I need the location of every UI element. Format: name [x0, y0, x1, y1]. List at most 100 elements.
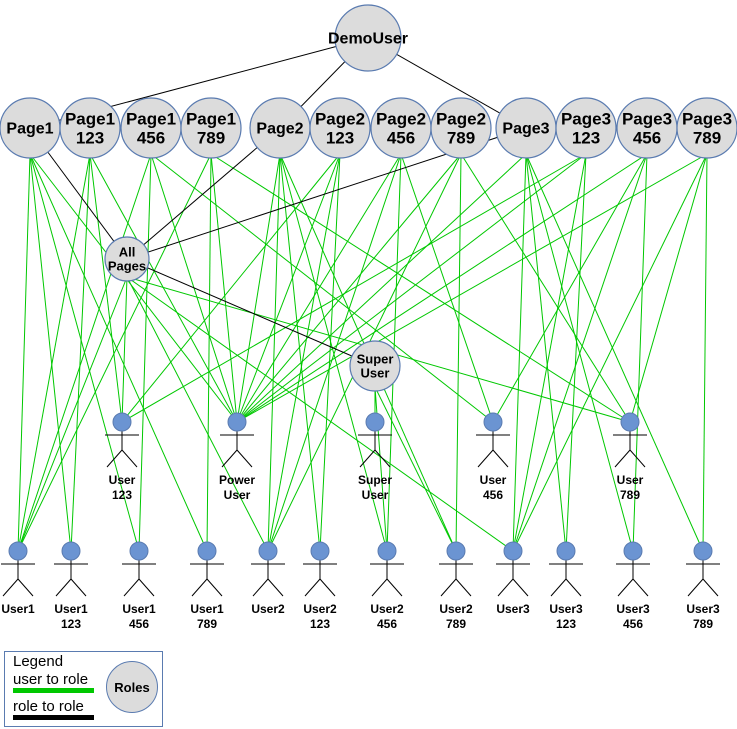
user-to-role-edge: [267, 153, 281, 552]
actor-body: [632, 578, 649, 597]
user-label: 456: [483, 488, 503, 502]
user-label: User: [617, 473, 644, 487]
role-node-demo: [334, 4, 402, 72]
role-to-role-edge: [126, 127, 281, 260]
user-label: Super: [358, 473, 392, 487]
user-to-role-edge: [236, 153, 648, 423]
actor-body: [106, 449, 123, 468]
user-label: 456: [129, 617, 149, 631]
actor-head-icon: [693, 541, 713, 561]
role-label: 789: [693, 128, 721, 147]
user-label: User: [109, 473, 136, 487]
actor-body: [123, 578, 140, 597]
actor-body: [550, 578, 567, 597]
actor-head-icon: [377, 541, 397, 561]
legend-title: Legend: [13, 653, 64, 670]
actor-body: [497, 578, 514, 597]
role-node-p1_789: [180, 97, 242, 159]
role-label: Page3: [502, 121, 549, 138]
user-label: 789: [446, 617, 466, 631]
actor-body: [236, 449, 253, 468]
user-label: User2: [303, 602, 337, 616]
user-to-role-edge: [374, 386, 457, 552]
role-label: 123: [76, 128, 104, 147]
role-to-role-edge: [126, 258, 376, 367]
user-to-role-edge: [512, 153, 708, 552]
actor-body: [359, 449, 376, 468]
role-node-all: [104, 236, 150, 282]
user-label: 123: [556, 617, 576, 631]
user-to-role-edge: [29, 153, 72, 552]
user-to-role-edge: [17, 153, 91, 552]
legend-black-line: [13, 715, 94, 720]
user-to-role-edge: [210, 153, 238, 423]
user-to-role-edge: [267, 153, 341, 552]
user-to-role-edge: [236, 153, 341, 423]
role-label: Page1: [65, 110, 115, 129]
actor-head-icon: [483, 412, 503, 432]
actor-body: [512, 578, 529, 597]
user-label: 123: [61, 617, 81, 631]
actor-body: [455, 578, 472, 597]
role-node-super: [349, 340, 401, 392]
actor-head-icon: [197, 541, 217, 561]
legend-roles-label: Roles: [114, 679, 150, 695]
role-node-p1_123: [59, 97, 121, 159]
user-label: User1: [1, 602, 35, 616]
user-label: 456: [377, 617, 397, 631]
actor-body: [614, 449, 631, 468]
user-to-role-edge: [126, 276, 269, 552]
role-label: 789: [197, 128, 225, 147]
user-to-role-edge: [121, 276, 128, 423]
actor-head-icon: [503, 541, 523, 561]
actor-body: [304, 578, 321, 597]
user-to-role-edge: [236, 153, 402, 423]
user-to-role-edge: [17, 153, 31, 552]
user-to-role-edge: [460, 153, 631, 423]
role-label: 123: [326, 128, 354, 147]
user-to-role-edge: [17, 153, 152, 552]
actor-head-icon: [620, 412, 640, 432]
user-label: User: [224, 488, 251, 502]
actor-body: [55, 578, 72, 597]
user-label: User3: [496, 602, 530, 616]
user-to-role-edge: [702, 153, 708, 552]
user-label: User3: [686, 602, 720, 616]
user-to-role-edge: [236, 153, 462, 423]
user-label: User3: [549, 602, 583, 616]
role-node-p2_789: [430, 97, 492, 159]
user-label: User1: [54, 602, 88, 616]
role-label: Page2: [315, 110, 365, 129]
role-label: Page1: [6, 121, 53, 138]
actor-body: [629, 449, 646, 468]
actor-body: [477, 449, 494, 468]
role-label: 456: [633, 128, 661, 147]
user-to-role-edge: [374, 386, 388, 552]
actor-head-icon: [623, 541, 643, 561]
legend-green-line: [13, 688, 94, 693]
user-to-role-edge: [492, 153, 648, 423]
role-label: Page3: [561, 110, 611, 129]
legend-user-to-role: user to role: [13, 671, 89, 688]
actor-head-icon: [8, 541, 28, 561]
role-label: Pages: [108, 259, 146, 274]
user-to-role-edge: [236, 153, 708, 423]
actor-body: [121, 449, 138, 468]
actor-head-icon: [446, 541, 466, 561]
user-to-role-edge: [210, 153, 631, 423]
user-to-role-edge: [121, 153, 587, 423]
user-label: User3: [616, 602, 650, 616]
actor-body: [702, 578, 719, 597]
role-label: All: [119, 244, 136, 259]
role-label: Page1: [126, 110, 176, 129]
actor-body: [2, 578, 19, 597]
actor-head-icon: [258, 541, 278, 561]
user-to-role-edge: [29, 153, 208, 552]
user-to-role-edge: [267, 153, 402, 552]
role-label: Page3: [622, 110, 672, 129]
role-label: DemoUser: [328, 31, 408, 48]
user-label: User2: [251, 602, 285, 616]
user-to-role-edge: [70, 153, 91, 552]
